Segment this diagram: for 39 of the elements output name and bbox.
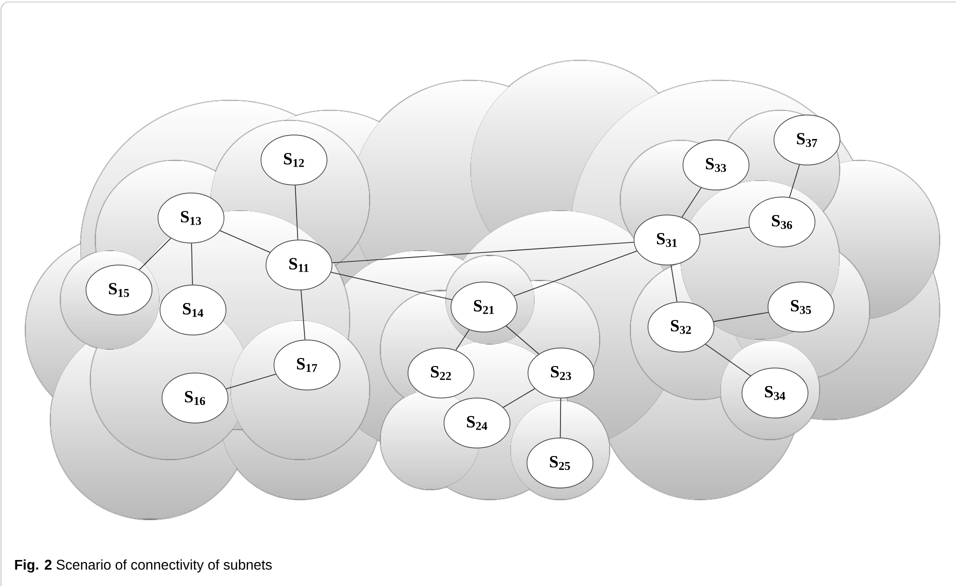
subnet-node: S$_{22}$ [408,348,474,398]
link-line [681,187,702,218]
link-line [138,238,172,270]
link-line [330,272,452,300]
link-line [191,242,193,286]
link-line [220,230,270,253]
link-line [670,264,678,302]
subnet-node: S$_{37}$ [774,114,840,166]
subnet-node: S$_{35}$ [768,282,834,332]
subnet-node: S$_{17}$ [274,340,340,390]
link-line [300,290,306,340]
subnet-node: S$_{34}$ [742,368,808,418]
subnet-node: S$_{24}$ [444,398,510,448]
subnet-node: S$_{36}$ [748,196,816,248]
subnet-node: S$_{25}$ [526,438,594,488]
link-line [502,388,536,408]
subnet-node: S$_{15}$ [86,264,152,316]
link-line [226,374,276,390]
link-line [455,329,470,351]
caption: Fig. 2 Scenario of connectivity of subnets [15,559,272,573]
link-line [294,184,298,240]
subnet-node: S$_{11}$ [266,240,332,290]
link-line [789,164,800,198]
link-line [713,312,769,322]
subnet-node: S$_{32}$ [648,302,714,352]
link-line [705,344,751,376]
subnet-node: S$_{21}$ [450,282,518,332]
subnet-node: S$_{33}$ [682,140,750,190]
subnet-node: S$_{13}$ [158,192,224,244]
link-line [699,226,750,236]
link-line [560,398,562,438]
subnet-node: S$_{23}$ [528,348,594,398]
subnet-node: S$_{14}$ [160,284,226,336]
subnet-node: S$_{12}$ [260,134,328,186]
subnet-node: S$_{31}$ [634,214,700,266]
link-line [514,250,638,296]
link-line [506,326,540,354]
link-line [332,242,634,264]
subnet-node: S$_{16}$ [162,372,228,424]
